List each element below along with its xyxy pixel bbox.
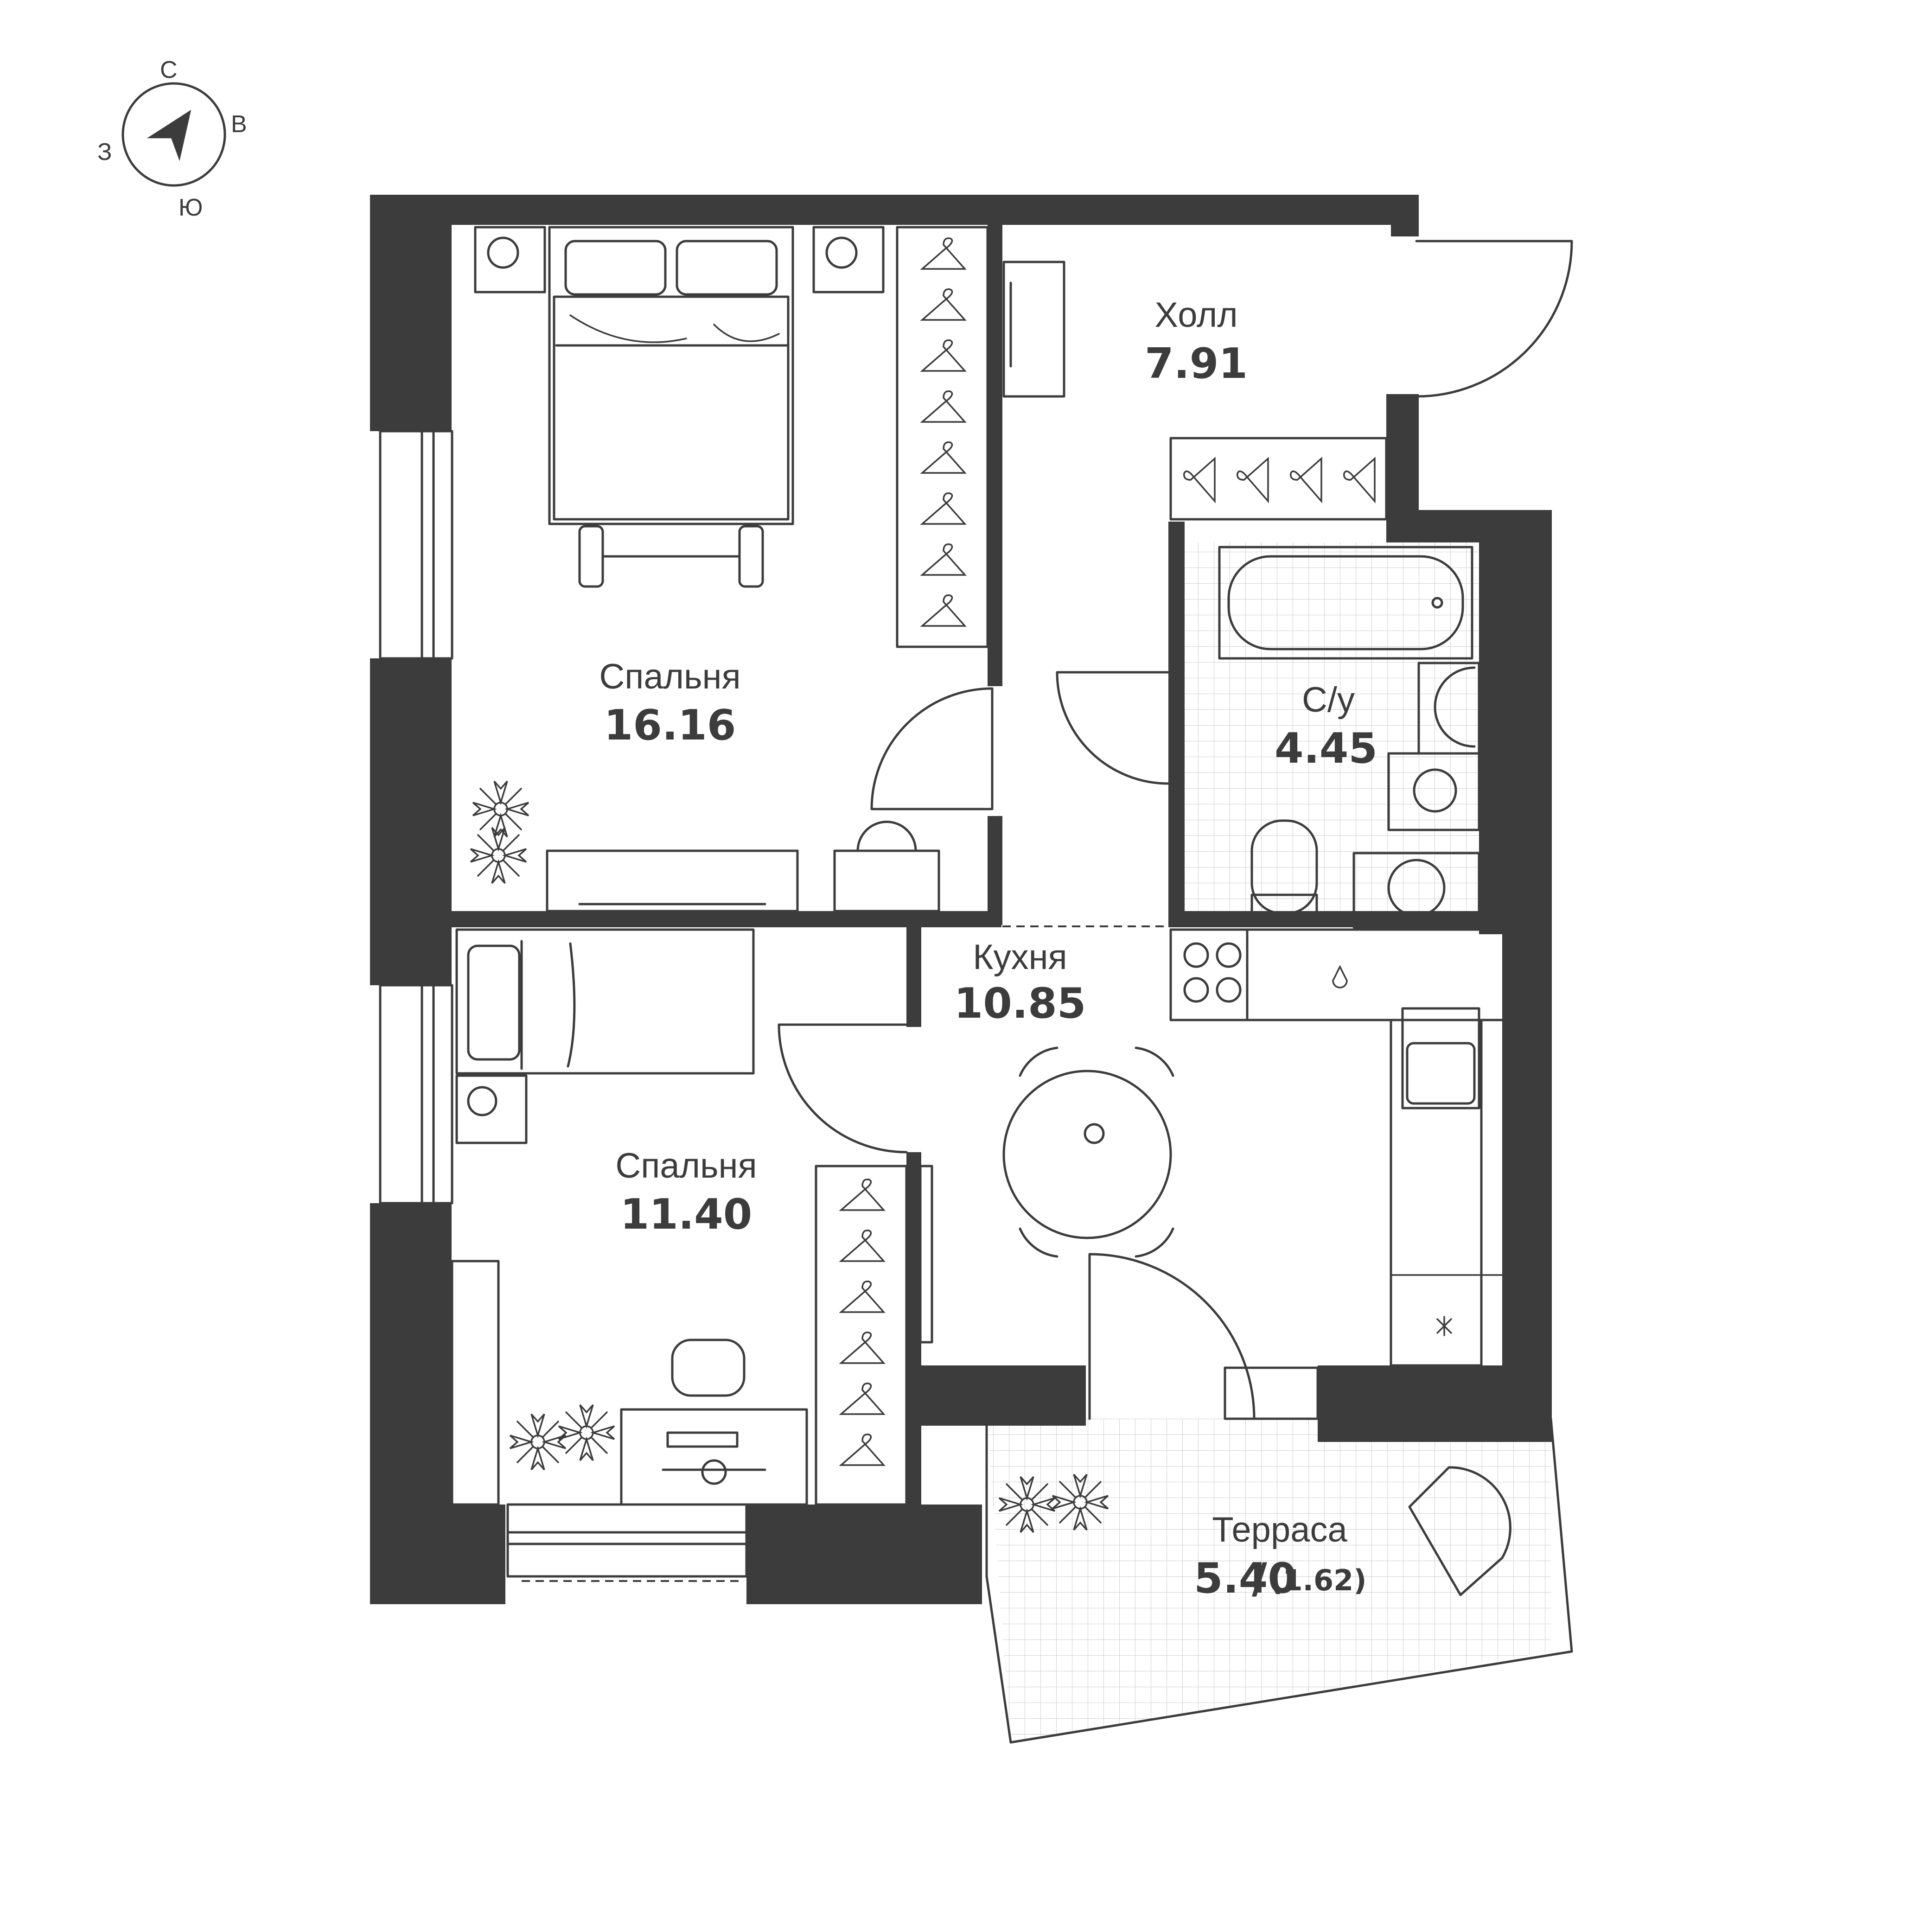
terrace-door (1088, 1253, 1256, 1420)
stool (856, 821, 917, 852)
room-labels: Спальня 16.16 Холл 7.91 С/у 4.45 Кухня 1… (599, 295, 1377, 1603)
bedroom-small-door (778, 1023, 908, 1154)
bedroom-large-furniture (470, 226, 989, 912)
bed-blanket (553, 295, 790, 521)
stove (1169, 928, 1249, 1021)
windows (379, 430, 748, 1582)
single-bed (455, 928, 755, 1075)
window-bedroom-small (379, 984, 453, 1205)
nightstand-left (474, 226, 546, 293)
plant-icon (470, 827, 527, 884)
wardrobe-bedroom-small (815, 1165, 908, 1506)
terrace-area: 5.40 (1194, 1554, 1297, 1603)
chair (1135, 1227, 1174, 1258)
kitchen-counter (1169, 928, 1506, 1021)
window-bedroom-large (379, 430, 453, 660)
bathroom-name: С/у (1302, 680, 1355, 720)
bedroom-large-name: Спальня (599, 657, 740, 696)
terrace-outline (985, 1417, 1573, 1744)
plant-icon (472, 780, 529, 838)
kitchen-name: Кухня (973, 937, 1067, 977)
drop-icon (1332, 965, 1348, 988)
shelf (451, 1260, 500, 1506)
terrace-furniture (998, 1466, 1511, 1596)
vanity-table (833, 849, 940, 912)
bathroom-door (1056, 671, 1170, 785)
walls (370, 195, 1552, 1604)
compass-south-label: Ю (179, 194, 203, 221)
lamp-icon (825, 236, 858, 269)
snowflake-icon (1436, 1316, 1452, 1336)
nightstand (455, 1074, 528, 1144)
kitchen-furniture (1002, 928, 1506, 1367)
desk (620, 1408, 808, 1506)
bedroom-large-area: 16.16 (604, 701, 736, 750)
bedroom-small-area: 11.40 (620, 1190, 752, 1239)
window-bedroom-small-south (506, 1503, 748, 1578)
bedroom-large-door (870, 687, 994, 810)
bathroom-area: 4.45 (1275, 724, 1377, 773)
nightstand-right (812, 226, 885, 293)
plant-icon (509, 1413, 567, 1471)
kitchen-sink (1401, 1007, 1480, 1109)
entrance-door (1415, 240, 1573, 398)
bathroom-fixtures (1218, 546, 1480, 929)
terrace-name: Терраса (1212, 1510, 1347, 1549)
lamp-icon (487, 236, 519, 269)
kitchen-area: 10.85 (954, 979, 1086, 1028)
compass-west-label: З (97, 139, 112, 166)
toilet (1250, 819, 1318, 915)
desk-chair (671, 1339, 746, 1397)
bedroom-small-name: Спальня (615, 1146, 757, 1186)
chair (1019, 1227, 1058, 1258)
dining-table (1002, 1070, 1172, 1239)
north-arrow-icon (147, 109, 191, 161)
compass: С В Ю З (97, 57, 247, 221)
chair (1135, 1046, 1174, 1077)
doors (778, 240, 1573, 1420)
washing-machine (1387, 752, 1480, 831)
wardrobe-bedroom-large (896, 226, 989, 648)
terrace-area-separator: / (1252, 1554, 1267, 1603)
hall-area: 7.91 (1145, 339, 1248, 388)
hall-furniture (1002, 261, 1388, 521)
hall-console (1002, 261, 1065, 398)
compass-north-label: С (160, 57, 178, 83)
armchair (1408, 1466, 1511, 1596)
dresser (546, 849, 799, 912)
lamp-icon (467, 1086, 497, 1116)
terrace-reduced-area: (1.62) (1269, 1563, 1367, 1597)
double-bed (548, 226, 794, 525)
water-heater (1352, 852, 1480, 929)
hall-name: Холл (1154, 295, 1237, 335)
hall-wardrobe (1169, 437, 1388, 521)
plant-icon (558, 1404, 615, 1461)
chair (1019, 1046, 1058, 1077)
compass-east-label: В (231, 111, 247, 138)
kitchen-counter-side (1390, 1019, 1483, 1367)
bathtub (1218, 546, 1473, 660)
terrace-floor (987, 1419, 1551, 1742)
bedroom-small-furniture (451, 928, 933, 1506)
compass-ring (121, 82, 226, 187)
